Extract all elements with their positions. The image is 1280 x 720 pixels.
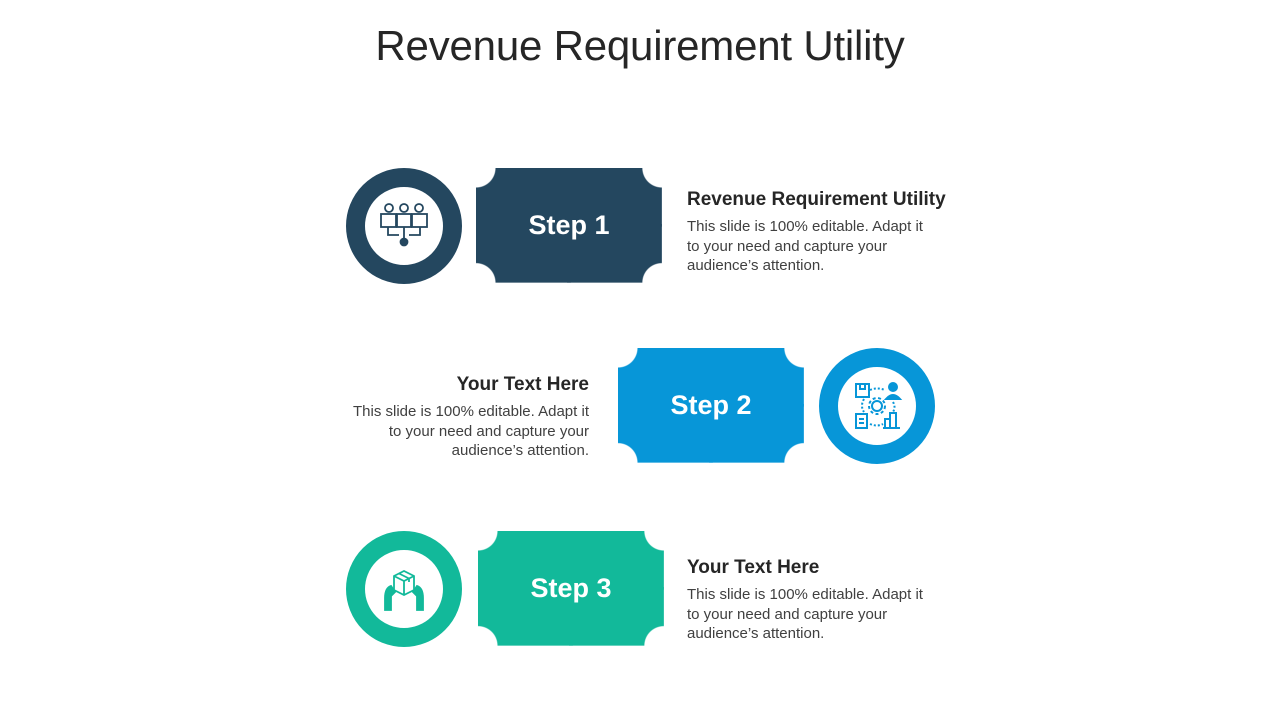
business-process-cycle-icon: [855, 382, 903, 429]
step-3-heading: Your Text Here: [687, 557, 820, 578]
step-1-label: Step 1: [528, 210, 610, 240]
step-2-heading: Your Text Here: [456, 374, 589, 395]
step-2-icon-ring: [819, 348, 935, 464]
step-2-label: Step 2: [670, 390, 752, 420]
step-3-body: This slide is 100% editable. Adapt it to…: [687, 586, 923, 642]
step-1-heading: Revenue Requirement Utility: [687, 189, 946, 210]
step-1-icon-ring: [346, 168, 462, 284]
page-title: Revenue Requirement Utility: [375, 22, 905, 69]
step-1-body: This slide is 100% editable. Adapt it to…: [687, 218, 923, 274]
step-2-body: This slide is 100% editable. Adapt it to…: [353, 403, 589, 459]
step-2-badge: Step 2: [618, 348, 804, 463]
step-3-icon-ring: [346, 531, 462, 647]
hands-holding-box-icon: [384, 569, 424, 611]
step-1-badge: Step 1: [476, 168, 662, 283]
step-3-label: Step 3: [530, 573, 612, 603]
step-3-text: Your Text Here This slide is 100% editab…: [687, 557, 987, 644]
step-1-text: Revenue Requirement Utility This slide i…: [687, 189, 987, 276]
team-workflow-gear-icon: [380, 203, 428, 247]
step-2-text: Your Text Here This slide is 100% editab…: [289, 374, 589, 461]
step-3-badge: Step 3: [478, 531, 664, 646]
